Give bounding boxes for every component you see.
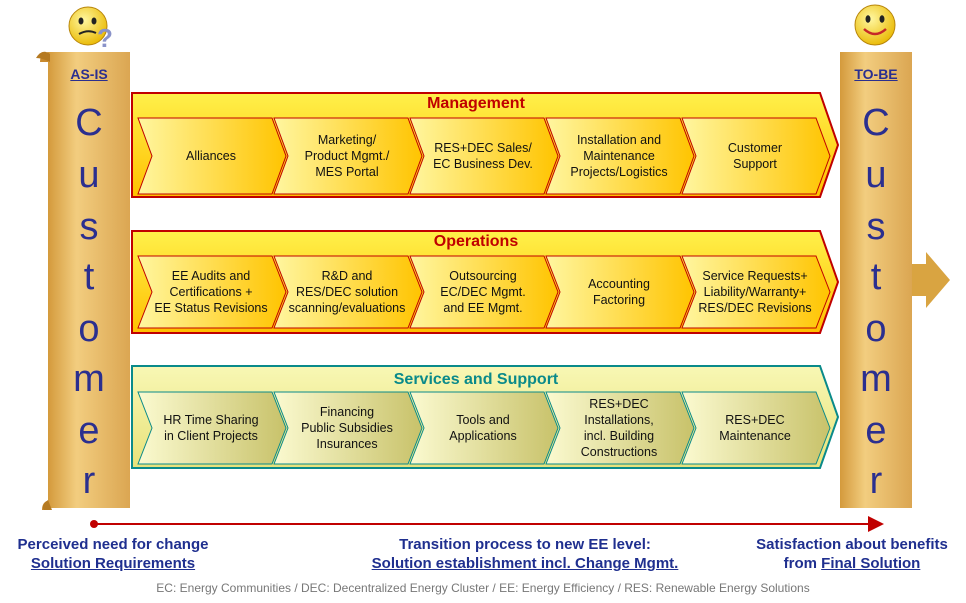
chevron-outsourcing: Outsourcing EC/DEC Mgmt. and EE Mgmt. [440,269,526,315]
right-caption-link: Final Solution [821,555,921,572]
customer-letter: C [862,102,890,144]
customer-letter: r [869,460,883,502]
right-caption-line1: Satisfaction about benefits [756,536,948,553]
to-be-heading: TO-BE [854,66,898,82]
right-scroll-text: TO-BE C u s t o m e r [840,52,912,508]
left-caption-line1: Perceived need for change [17,536,209,553]
middle-caption: Transition process to new EE level: Solu… [340,535,710,573]
customer-letter: C [75,102,103,144]
chevron-ee-audits: EE Audits and Certifications + EE Status… [154,269,268,315]
customer-letter: t [870,256,882,298]
right-caption: Satisfaction about benefits from Final S… [740,535,964,573]
chevron-customer-support: Customer Support [727,141,783,171]
big-right-arrow-icon [912,252,950,308]
customer-letter: u [78,154,100,196]
abbreviations-footnote: EC: Energy Communities / DEC: Decentrali… [156,581,810,595]
middle-caption-line2: Solution establishment incl. Change Mgmt… [371,555,679,572]
as-is-heading: AS-IS [70,66,108,82]
customer-letter: e [865,410,887,452]
services-title: Services and Support [393,371,559,388]
left-scroll-text: AS-IS C u s t o m e r [48,52,130,508]
middle-caption-line1: Transition process to new EE level: [399,536,651,553]
confused-smiley-icon: ? [68,6,113,53]
chevron-accounting: Accounting Factoring [588,277,650,307]
chevron-sales: RES+DEC Sales/ EC Business Dev. [433,141,533,171]
chevron-alliances: Alliances [185,149,237,163]
chevron-installations: RES+DEC Installations, incl. Building Co… [580,397,658,459]
customer-letter: e [78,410,100,452]
services-chevrons [137,391,831,465]
happy-smiley-icon [854,4,896,46]
chevron-marketing: Marketing/ Product Mgmt./ MES Portal [304,133,390,179]
svg-text:?: ? [97,23,113,53]
timeline-arrow [90,516,884,532]
customer-letter: m [73,358,105,400]
right-caption-prefix: from [783,555,822,572]
management-title: Management [427,95,525,112]
customer-letter: r [82,460,96,502]
chevron-installation: Installation and Maintenance Projects/Lo… [570,133,668,179]
customer-letter: o [78,308,100,350]
customer-letter: m [860,358,892,400]
left-scroll [36,51,130,510]
chevron-rnd: R&D and RES/DEC solution scanning/evalua… [288,269,406,315]
customer-letter: s [79,206,99,248]
chevron-tools: Tools and Applications [449,413,517,443]
right-scroll [840,52,912,508]
chevron-hr-time-sharing: HR Time Sharing in Client Projects [163,413,259,443]
customer-letter: t [83,256,95,298]
customer-letter: u [865,154,887,196]
customer-letter: o [865,308,887,350]
operations-title: Operations [433,233,519,250]
chevron-service-requests: Service Requests+ Liability/Warranty+ RE… [698,269,812,315]
left-caption: Perceived need for change Solution Requi… [0,535,226,573]
customer-letter: s [866,206,886,248]
chevron-financing: Financing Public Subsidies Insurances [301,405,393,451]
management-chevrons [137,117,831,195]
chevron-maintenance: RES+DEC Maintenance [719,413,791,443]
left-caption-line2: Solution Requirements [30,555,196,572]
right-caption-line2: from Final Solution [740,554,964,573]
operations-chevrons [137,255,831,329]
